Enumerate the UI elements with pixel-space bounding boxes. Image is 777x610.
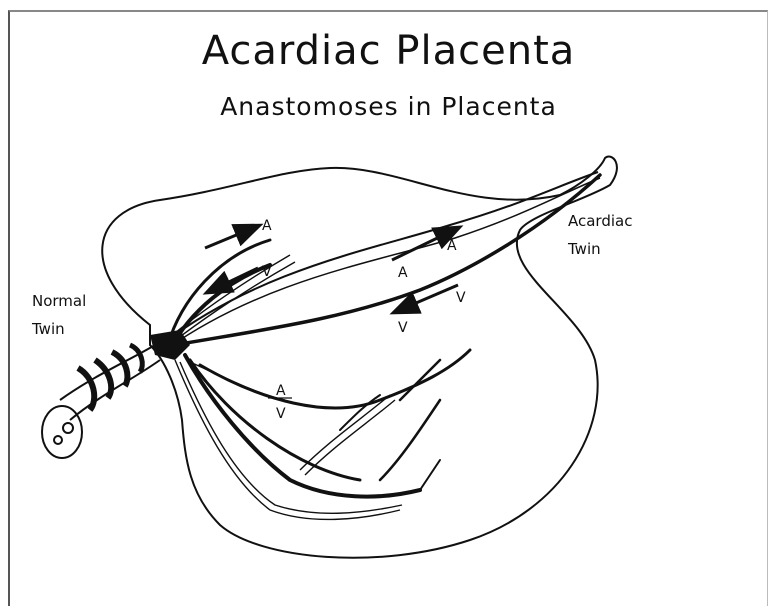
vein-label-lower: V: [276, 406, 286, 422]
artery-label-upper: A: [262, 218, 272, 234]
normal-twin-label-line1: Normal: [32, 292, 86, 310]
artery-label-lower: A: [276, 383, 286, 399]
acardiac-twin-label-line2: Twin: [567, 240, 601, 258]
normal-twin-label-line2: Twin: [31, 320, 65, 338]
artery-label-right-b: A: [398, 265, 408, 281]
vein-label-upper: V: [262, 264, 272, 280]
umbilical-cord-normal-twin: [42, 345, 160, 458]
flow-arrows: [205, 226, 458, 312]
placental-veins: [168, 175, 600, 497]
artery-flow-arrow-upper: [205, 226, 258, 248]
vein-label-right-b: V: [398, 320, 408, 336]
vein-label-right-a: V: [456, 290, 466, 306]
artery-label-right-a: A: [447, 238, 457, 254]
acardiac-twin-label-line1: Acardiac: [568, 212, 632, 230]
